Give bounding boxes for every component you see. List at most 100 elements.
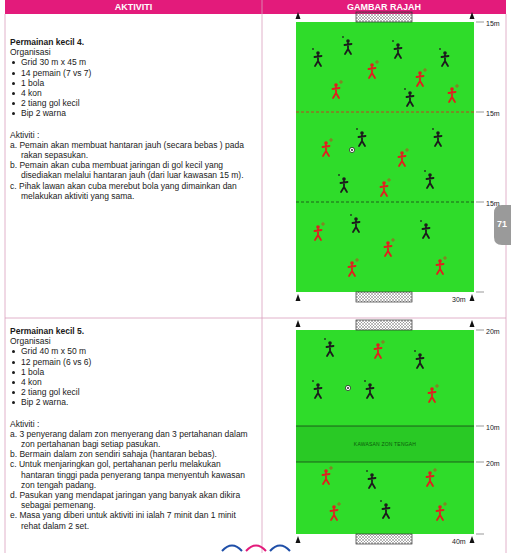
player-figure	[331, 509, 338, 520]
bullet-item: Grid 30 m x 45 m	[10, 57, 256, 67]
page-tab	[494, 205, 511, 245]
cone	[296, 320, 301, 327]
player-figure	[333, 87, 340, 98]
dimension-label: 30m	[452, 296, 466, 304]
header-cell: AKTIVITI	[5, 0, 262, 14]
pitch	[296, 22, 474, 292]
bullet-item: Bip 2 warna	[10, 108, 256, 118]
player-marker	[436, 385, 438, 387]
player-marker	[424, 69, 426, 71]
player-marker	[432, 128, 434, 130]
player-marker	[350, 214, 352, 216]
activity-title: Permainan kecil 5.	[10, 326, 256, 336]
player-marker	[444, 503, 446, 505]
player-figure	[359, 135, 366, 146]
player-marker	[388, 179, 390, 181]
table-border	[5, 14, 6, 553]
player-marker	[366, 470, 368, 472]
player-marker	[364, 380, 366, 382]
player-marker	[380, 500, 382, 502]
column-rule	[262, 0, 263, 553]
zone-label: KAWASAN ZON TENGAH	[354, 441, 416, 447]
player-figure	[323, 473, 330, 484]
bullet-item: 2 tiang gol kecil	[10, 387, 256, 397]
page-number: 71	[497, 220, 507, 228]
player-figure	[435, 135, 442, 146]
activity-cell: Permainan kecil 4.OrganisasiGrid 30 m x …	[10, 37, 256, 201]
text-line: Organisasi	[10, 336, 256, 346]
player-figure	[399, 155, 406, 166]
player-figure	[395, 47, 402, 58]
activity-cell: Permainan kecil 5.OrganisasiGrid 40 m x …	[10, 326, 256, 531]
goal	[356, 320, 412, 330]
table-border	[506, 14, 507, 205]
player-marker	[342, 36, 344, 38]
player-figure	[323, 145, 330, 156]
activity-step: e. Masa yang diberi untuk aktiviti ini i…	[10, 510, 256, 530]
player-figure	[429, 391, 436, 402]
zone-line	[296, 112, 474, 113]
player-figure	[417, 75, 424, 86]
bullet-item: 12 pemain (6 vs 6)	[10, 357, 256, 367]
player-figure	[383, 507, 390, 518]
player-figure	[442, 55, 449, 66]
player-marker	[356, 128, 358, 130]
cone	[296, 12, 301, 19]
player-figure	[423, 227, 430, 238]
header-bar	[5, 0, 506, 14]
dimension-label: 20m	[486, 328, 500, 336]
row-rule	[5, 318, 506, 319]
table-border	[506, 245, 507, 553]
player-marker	[456, 85, 458, 87]
player-figure	[437, 509, 444, 520]
player-marker	[376, 61, 378, 63]
player-figure	[427, 475, 434, 486]
activity-step: b. Bermain dalam zon sendiri sahaja (han…	[10, 449, 256, 459]
player-marker	[434, 469, 436, 471]
player-marker	[312, 380, 314, 382]
player-marker	[330, 467, 332, 469]
dimension-label: 10m	[486, 424, 500, 432]
zone-line	[296, 202, 474, 203]
player-figure	[427, 177, 434, 188]
bullet-item: Grid 40 m x 50 m	[10, 346, 256, 356]
section-heading: Aktiviti :	[10, 419, 256, 429]
player-figure	[345, 43, 352, 54]
player-figure	[369, 477, 376, 488]
activity-step: b. Pemain akan cuba membuat jaringan di …	[10, 160, 256, 180]
player-marker	[406, 149, 408, 151]
section-heading: Aktiviti :	[10, 130, 256, 140]
cone	[470, 320, 475, 327]
player-figure	[449, 91, 456, 102]
activity-step: a. Pemain akan membuat hantaran jauh (se…	[10, 140, 256, 160]
logo	[222, 546, 290, 552]
player-figure	[349, 265, 356, 276]
activity-step: d. Pasukan yang mendapat jaringan yang b…	[10, 490, 256, 510]
dimension-label: 15m	[486, 110, 500, 118]
text-line: GAMBAR RAJAH	[262, 0, 506, 14]
player-figure	[353, 221, 360, 232]
player-figure	[367, 387, 374, 398]
player-figure	[315, 55, 322, 66]
player-marker	[392, 40, 394, 42]
player-figure	[327, 345, 334, 356]
zone-line	[296, 462, 474, 463]
player-figure	[375, 347, 382, 358]
player-figure	[315, 387, 322, 398]
dimension-label: 15m	[486, 20, 500, 28]
activity-title: Permainan kecil 4.	[10, 37, 256, 47]
player-figure	[381, 185, 388, 196]
zone-line	[296, 426, 474, 427]
player-marker	[392, 239, 394, 241]
player-marker	[330, 139, 332, 141]
activity-step: a. 3 penyerang dalam zon menyerang dan 3…	[10, 429, 256, 449]
player-marker	[382, 341, 384, 343]
bullet-item: 4 kon	[10, 88, 256, 98]
ball-patch	[347, 387, 349, 389]
player-figure	[417, 357, 424, 368]
player-marker	[338, 503, 340, 505]
player-marker	[444, 257, 446, 259]
player-figure	[407, 95, 414, 106]
cone	[296, 294, 301, 301]
player-marker	[324, 338, 326, 340]
